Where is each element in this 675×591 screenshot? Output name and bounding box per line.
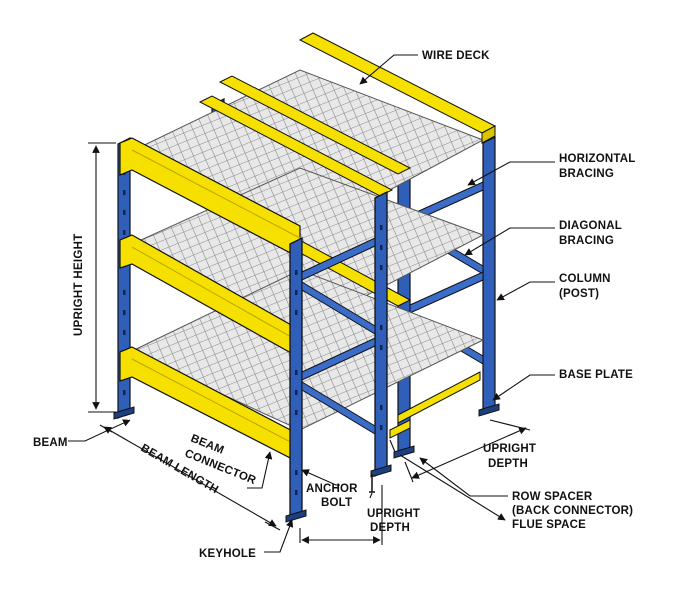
label-row-spacer-2: (BACK CONNECTOR) (512, 505, 633, 517)
label-column-1: COLUMN (559, 273, 611, 285)
label-upright-height: UPRIGHT HEIGHT (73, 233, 85, 336)
label-base-plate: BASE PLATE (559, 369, 633, 381)
front-diagonal-brace (301, 281, 376, 335)
label-horizontal-bracing-2: BRACING (559, 168, 614, 180)
front-upright-post (289, 236, 303, 523)
label-upright-depth-front-1: UPRIGHT (367, 508, 420, 520)
front-base-plate-rear (370, 464, 392, 478)
front-diagonal-brace-2 (301, 381, 376, 435)
label-row-spacer-1: ROW SPACER (512, 491, 593, 503)
top-back-beam-face (481, 125, 496, 144)
label-keyhole: KEYHOLE (199, 548, 256, 560)
front-horizontal-brace-2 (301, 337, 376, 381)
left-base-plate (113, 406, 135, 420)
label-flue-space: FLUE SPACE (512, 519, 586, 531)
front-right-frame (285, 190, 392, 523)
dimension-lines (88, 142, 531, 545)
label-diagonal-bracing-2: BRACING (559, 235, 614, 247)
label-upright-depth-front-2: DEPTH (370, 522, 410, 534)
label-anchor-bolt-1: ANCHOR (306, 483, 358, 495)
lower-back-beam (397, 371, 481, 424)
label-column-2: (POST) (559, 288, 599, 300)
rear-upright-post-right (482, 136, 496, 415)
third-back-beam (198, 95, 394, 197)
rear-horizontal-brace-2 (409, 271, 484, 314)
label-diagonal-bracing-1: DIAGONAL (559, 220, 622, 232)
label-horizontal-bracing-1: HORIZONTAL (559, 153, 636, 165)
label-upright-depth-right-2: DEPTH (488, 458, 528, 470)
rear-base-plate-right (478, 403, 500, 417)
label-beam: BEAM (33, 437, 68, 449)
label-upright-depth-right-1: UPRIGHT (483, 443, 536, 455)
second-back-beam (218, 75, 412, 175)
label-anchor-bolt-2: BOLT (321, 497, 352, 509)
leader-lines (68, 54, 555, 553)
front-upright-post-rear (374, 190, 388, 478)
label-wire-deck: WIRE DECK (422, 50, 490, 62)
row-spacer-beam (389, 419, 411, 439)
front-horizontal-brace (301, 237, 376, 281)
back-beams (198, 32, 497, 439)
